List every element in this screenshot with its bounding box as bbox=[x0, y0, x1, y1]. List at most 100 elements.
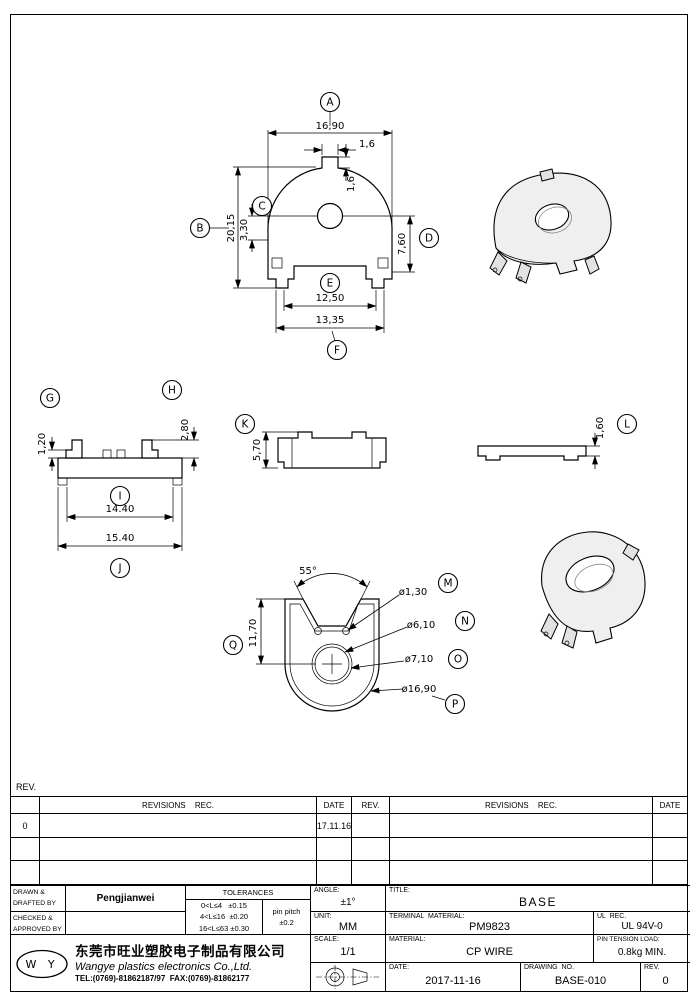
side-left-post-r bbox=[141, 439, 159, 459]
iso-bottom-hole bbox=[565, 555, 615, 593]
dim-front-tab-depth: 1,6 bbox=[346, 176, 357, 192]
terminal-material-label: TERMINAL MATERIAL: bbox=[389, 913, 465, 920]
pin-tension-cell: PIN TENSION LOAD: 0.8kg MIN. bbox=[593, 934, 690, 962]
balloon-c: C bbox=[251, 195, 273, 217]
balloon-b-label: B bbox=[196, 223, 203, 235]
balloon-p-label: P bbox=[452, 699, 458, 711]
scale-cell: SCALE: 1/1 bbox=[310, 934, 385, 962]
drawing-no-cell: DRAWING NO. BASE-010 bbox=[520, 962, 640, 992]
side-left-foot-l bbox=[57, 477, 68, 486]
checked-by-value-cell bbox=[65, 911, 185, 934]
rev-row-empty bbox=[351, 813, 389, 837]
company-name-cn: 东莞市旺业塑胶电子制品有限公司 bbox=[75, 943, 285, 959]
pin-pitch-value: ±0.2 bbox=[279, 918, 294, 927]
company-tel-fax: TEL:(0769)-81862187/97 FAX:(0769)-818621… bbox=[75, 974, 250, 984]
scale-value: 1/1 bbox=[340, 946, 356, 958]
balloon-g: G bbox=[39, 387, 61, 409]
checked-by-label-cell: CHECKED &APPROVED BY bbox=[10, 911, 65, 934]
date-label: DATE: bbox=[389, 964, 410, 971]
rev-header-date-right: DATE bbox=[652, 797, 687, 813]
front-view: 16,90 1,6 1,6 20,15 3,30 7,60 12,50 13,3… bbox=[210, 112, 415, 342]
material-value: CP WIRE bbox=[466, 946, 513, 958]
angle-value: ±1° bbox=[340, 896, 356, 908]
ul-rec-value: UL 94V-0 bbox=[621, 921, 663, 932]
balloon-a-label: A bbox=[326, 97, 334, 109]
iso-bottom-foot-1 bbox=[540, 613, 559, 640]
date-value: 2017-11-16 bbox=[425, 975, 481, 987]
balloon-m: M bbox=[437, 572, 459, 594]
terminal-material-value: PM9823 bbox=[469, 920, 510, 933]
balloon-o-label: O bbox=[454, 654, 462, 666]
drawing-no-value: BASE-010 bbox=[554, 975, 607, 987]
balloon-e: E bbox=[319, 272, 341, 294]
tolerance-row-3: 16<L≤63 ±0.30 bbox=[198, 923, 250, 933]
tolerances-cell: TOLERANCES 0<L≤4 ±0.15 4<L≤16 ±0.20 16<L… bbox=[185, 885, 310, 934]
balloon-j: J bbox=[109, 557, 131, 579]
ul-rec-label: UL REC. bbox=[597, 913, 627, 920]
unit-value: MM bbox=[338, 920, 358, 933]
balloon-c-label: C bbox=[258, 201, 265, 213]
drawn-label-1: DRAWN & bbox=[13, 889, 45, 896]
balloon-k: K bbox=[234, 413, 256, 435]
date-cell: DATE: 2017-11-16 bbox=[385, 962, 520, 992]
drawing-no-label: DRAWING NO. bbox=[524, 964, 574, 971]
material-cell: MATERIAL: CP WIRE bbox=[385, 934, 593, 962]
rev-header-blank bbox=[11, 797, 39, 813]
side-left-bar bbox=[57, 457, 183, 479]
angle-cell: ANGLE: ±1° bbox=[310, 885, 385, 911]
balloon-k-label: K bbox=[242, 419, 250, 431]
pin-tension-label: PIN TENSION LOAD: bbox=[597, 936, 660, 943]
isometric-view-bottom bbox=[540, 531, 646, 649]
dim-side-step: 1,20 bbox=[37, 433, 48, 455]
drawn-label-2: DRAFTED BY bbox=[13, 899, 57, 907]
drawn-by-label-cell: DRAWN & DRAFTED BY bbox=[10, 885, 65, 911]
rev-cell: REV. 0 bbox=[640, 962, 690, 992]
profile-outline bbox=[277, 431, 387, 469]
rev-row-empty bbox=[316, 860, 351, 884]
iso-top-foot-3 bbox=[584, 255, 600, 275]
balloon-f-label: F bbox=[334, 345, 340, 357]
tolerances-header: TOLERANCES bbox=[186, 886, 310, 900]
balloon-a: A bbox=[319, 91, 341, 113]
iso-bottom-pinhole-1 bbox=[543, 631, 549, 637]
pin-tension-value: 0.8kg MIN. bbox=[617, 946, 667, 958]
balloon-f: F bbox=[326, 339, 348, 361]
rev-row-empty bbox=[11, 837, 39, 860]
rev-row-empty bbox=[39, 837, 316, 860]
balloon-d-label: D bbox=[425, 233, 433, 245]
rev-row-empty bbox=[389, 860, 652, 884]
balloon-o: O bbox=[447, 648, 469, 670]
dim-front-pin-offset: 7,60 bbox=[397, 233, 408, 255]
drawing-title: BASE bbox=[518, 895, 557, 909]
tolerance-row-2: 4<L≤16 ±0.20 bbox=[199, 912, 249, 922]
rev-row-empty bbox=[389, 837, 652, 860]
dim-dia-inner: ø6,10 bbox=[407, 620, 435, 631]
balloon-l-label: L bbox=[624, 419, 630, 431]
balloon-l: L bbox=[616, 413, 638, 435]
leader-dia-pin bbox=[347, 594, 400, 631]
iso-bottom-hole-depth bbox=[574, 563, 614, 593]
balloon-m-label: M bbox=[443, 578, 452, 590]
sheet-border bbox=[10, 14, 688, 992]
tolerance-row-1: 0<L≤4 ±0.15 bbox=[201, 901, 247, 911]
bottom-extension-lines bbox=[256, 580, 446, 701]
rev-header-rev-right: REV. bbox=[351, 797, 389, 813]
balloon-q-label: Q bbox=[229, 640, 237, 652]
rev-row-empty bbox=[351, 860, 389, 884]
balloon-p: P bbox=[444, 693, 466, 715]
balloon-i: I bbox=[109, 485, 131, 507]
dim-front-base-width: 13,35 bbox=[316, 315, 345, 326]
side-left-tab-2 bbox=[116, 449, 126, 459]
dim-dia-mid: ø7,10 bbox=[405, 654, 433, 665]
rev-row-empty bbox=[652, 837, 687, 860]
rev-header-revisions-left: REVISIONS REC. bbox=[39, 797, 316, 813]
rev-row-rev: 0 bbox=[11, 813, 39, 837]
unit-cell: UNIT: MM bbox=[310, 911, 385, 934]
bottom-outline-inner bbox=[289, 603, 375, 707]
rev-row-revision bbox=[39, 813, 316, 837]
rev-row-empty bbox=[652, 860, 687, 884]
iso-top-pinhole-2 bbox=[517, 276, 523, 282]
drawn-by-name: Pengjianwei bbox=[96, 893, 155, 904]
side-left-post-l bbox=[65, 439, 83, 459]
